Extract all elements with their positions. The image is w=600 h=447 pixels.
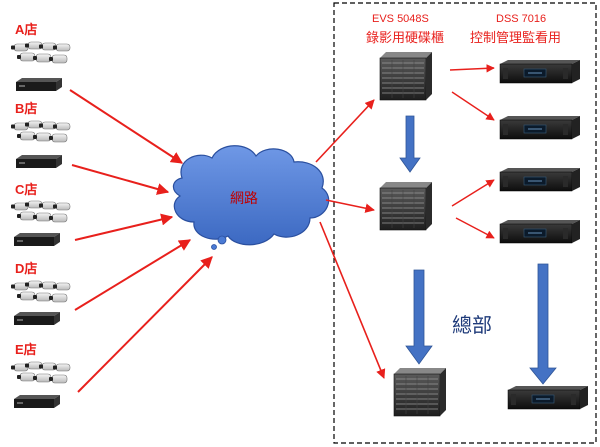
dss-desc-label: 控制管理監看用 — [470, 30, 561, 45]
nvr-recorder-icon — [16, 78, 62, 91]
store-label-e: E店 — [15, 342, 37, 357]
storage-server-icon — [393, 367, 447, 417]
dss-server-icon — [499, 167, 581, 192]
nvr-recorder-icon — [14, 233, 60, 246]
nvr-recorder-icon — [14, 312, 60, 325]
store-label-b: B店 — [15, 101, 37, 116]
evs-desc-label: 錄影用硬碟櫃 — [366, 30, 444, 45]
store-label-c: C店 — [15, 182, 37, 197]
dss-server-icon — [507, 385, 589, 410]
cctv-camera-icon — [10, 280, 71, 303]
storage-server-icon — [379, 181, 433, 231]
nvr-recorder-icon — [14, 395, 60, 408]
store-label-a: A店 — [15, 22, 37, 37]
network-label: 網路 — [230, 190, 258, 206]
cctv-camera-icon — [10, 120, 71, 143]
storage-server-icon — [379, 51, 433, 101]
hq-dashed-frame — [333, 2, 597, 444]
cctv-camera-icon — [10, 41, 71, 64]
dss-server-icon — [499, 115, 581, 140]
network-cloud-icon — [172, 145, 330, 250]
dss-server-icon — [499, 219, 581, 244]
evs-model-label: EVS 5048S — [372, 13, 429, 25]
store-label-d: D店 — [15, 261, 37, 276]
store-to-network-arrows — [69, 89, 213, 393]
hq-label: 總部 — [452, 314, 492, 337]
cctv-camera-icon — [10, 361, 71, 384]
cctv-camera-icon — [10, 200, 71, 223]
dss-server-icon — [499, 59, 581, 84]
nvr-recorder-icon — [16, 155, 62, 168]
network-to-hq-arrows — [315, 99, 386, 379]
storage-flow-arrows — [399, 115, 557, 385]
storage-to-dss-arrows — [449, 64, 495, 239]
dss-model-label: DSS 7016 — [496, 13, 546, 25]
